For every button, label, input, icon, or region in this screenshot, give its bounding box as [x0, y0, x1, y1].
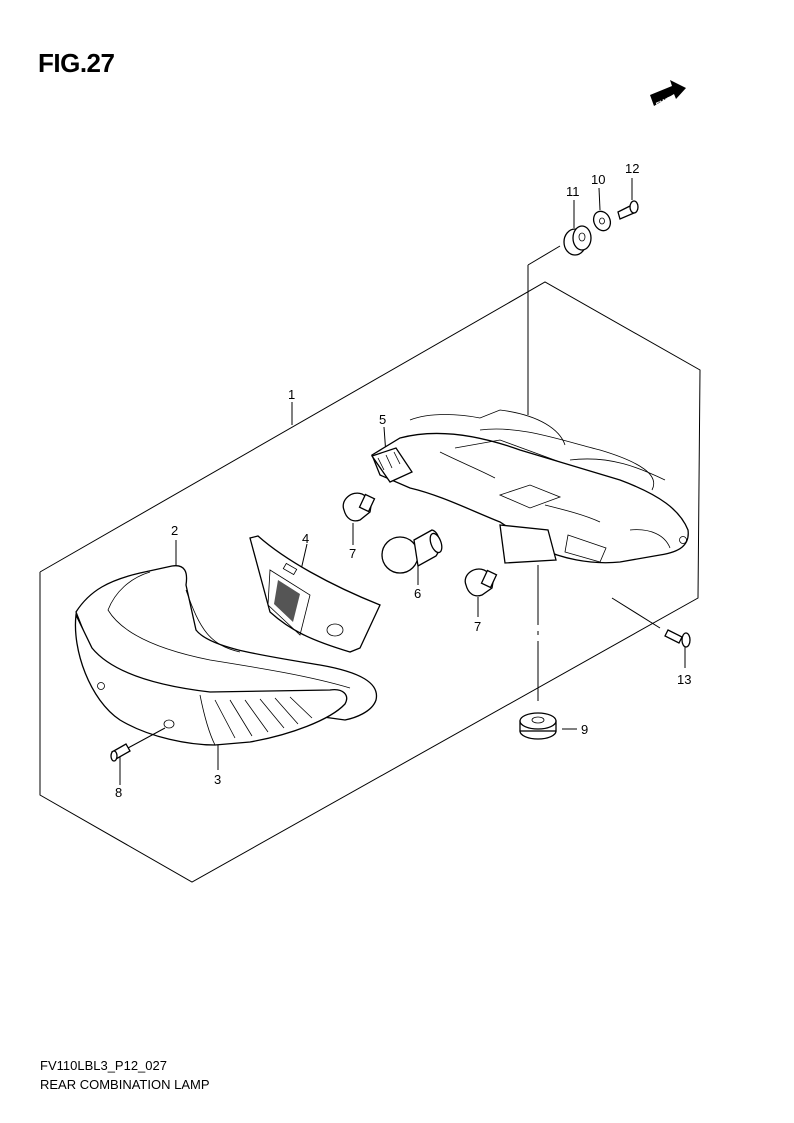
part-10-washer — [592, 210, 612, 232]
callout-9: 9 — [581, 722, 588, 737]
callout-2: 2 — [171, 523, 178, 538]
callout-11: 11 — [566, 184, 580, 199]
callout-labels: 1 2 3 4 5 6 7 7 8 9 10 11 12 13 — [115, 161, 691, 800]
figure-title: FIG.27 — [38, 48, 115, 78]
callout-8: 8 — [115, 785, 122, 800]
part-11-collar — [563, 225, 592, 256]
callout-7-lower: 7 — [474, 619, 481, 634]
part-8-screw — [110, 727, 166, 762]
callout-7-upper: 7 — [349, 546, 356, 561]
callout-13: 13 — [677, 672, 691, 687]
callout-4: 4 — [302, 531, 309, 546]
part-9-grommet — [519, 712, 557, 740]
part-4-reflector-plate — [249, 535, 381, 653]
callout-6: 6 — [414, 586, 421, 601]
assembly-boundary — [39, 245, 701, 883]
fwd-arrow-icon: FWD — [650, 80, 686, 110]
part-3-outer-lens — [74, 612, 348, 746]
drawing-title: REAR COMBINATION LAMP — [40, 1077, 210, 1092]
drawing-code: FV110LBL3_P12_027 — [40, 1058, 167, 1073]
callout-3: 3 — [214, 772, 221, 787]
part-5-socket-base — [370, 409, 689, 564]
part-6-main-bulb — [381, 529, 443, 574]
upper-leaders — [573, 178, 633, 228]
part-13-screw — [664, 629, 691, 648]
part-7-bulb-lower — [464, 568, 498, 597]
part-7-bulb-upper — [342, 492, 376, 522]
part-12-screw — [617, 200, 639, 220]
callout-12: 12 — [625, 161, 639, 176]
callout-1: 1 — [288, 387, 295, 402]
callout-10: 10 — [591, 172, 605, 187]
callout-5: 5 — [379, 412, 386, 427]
